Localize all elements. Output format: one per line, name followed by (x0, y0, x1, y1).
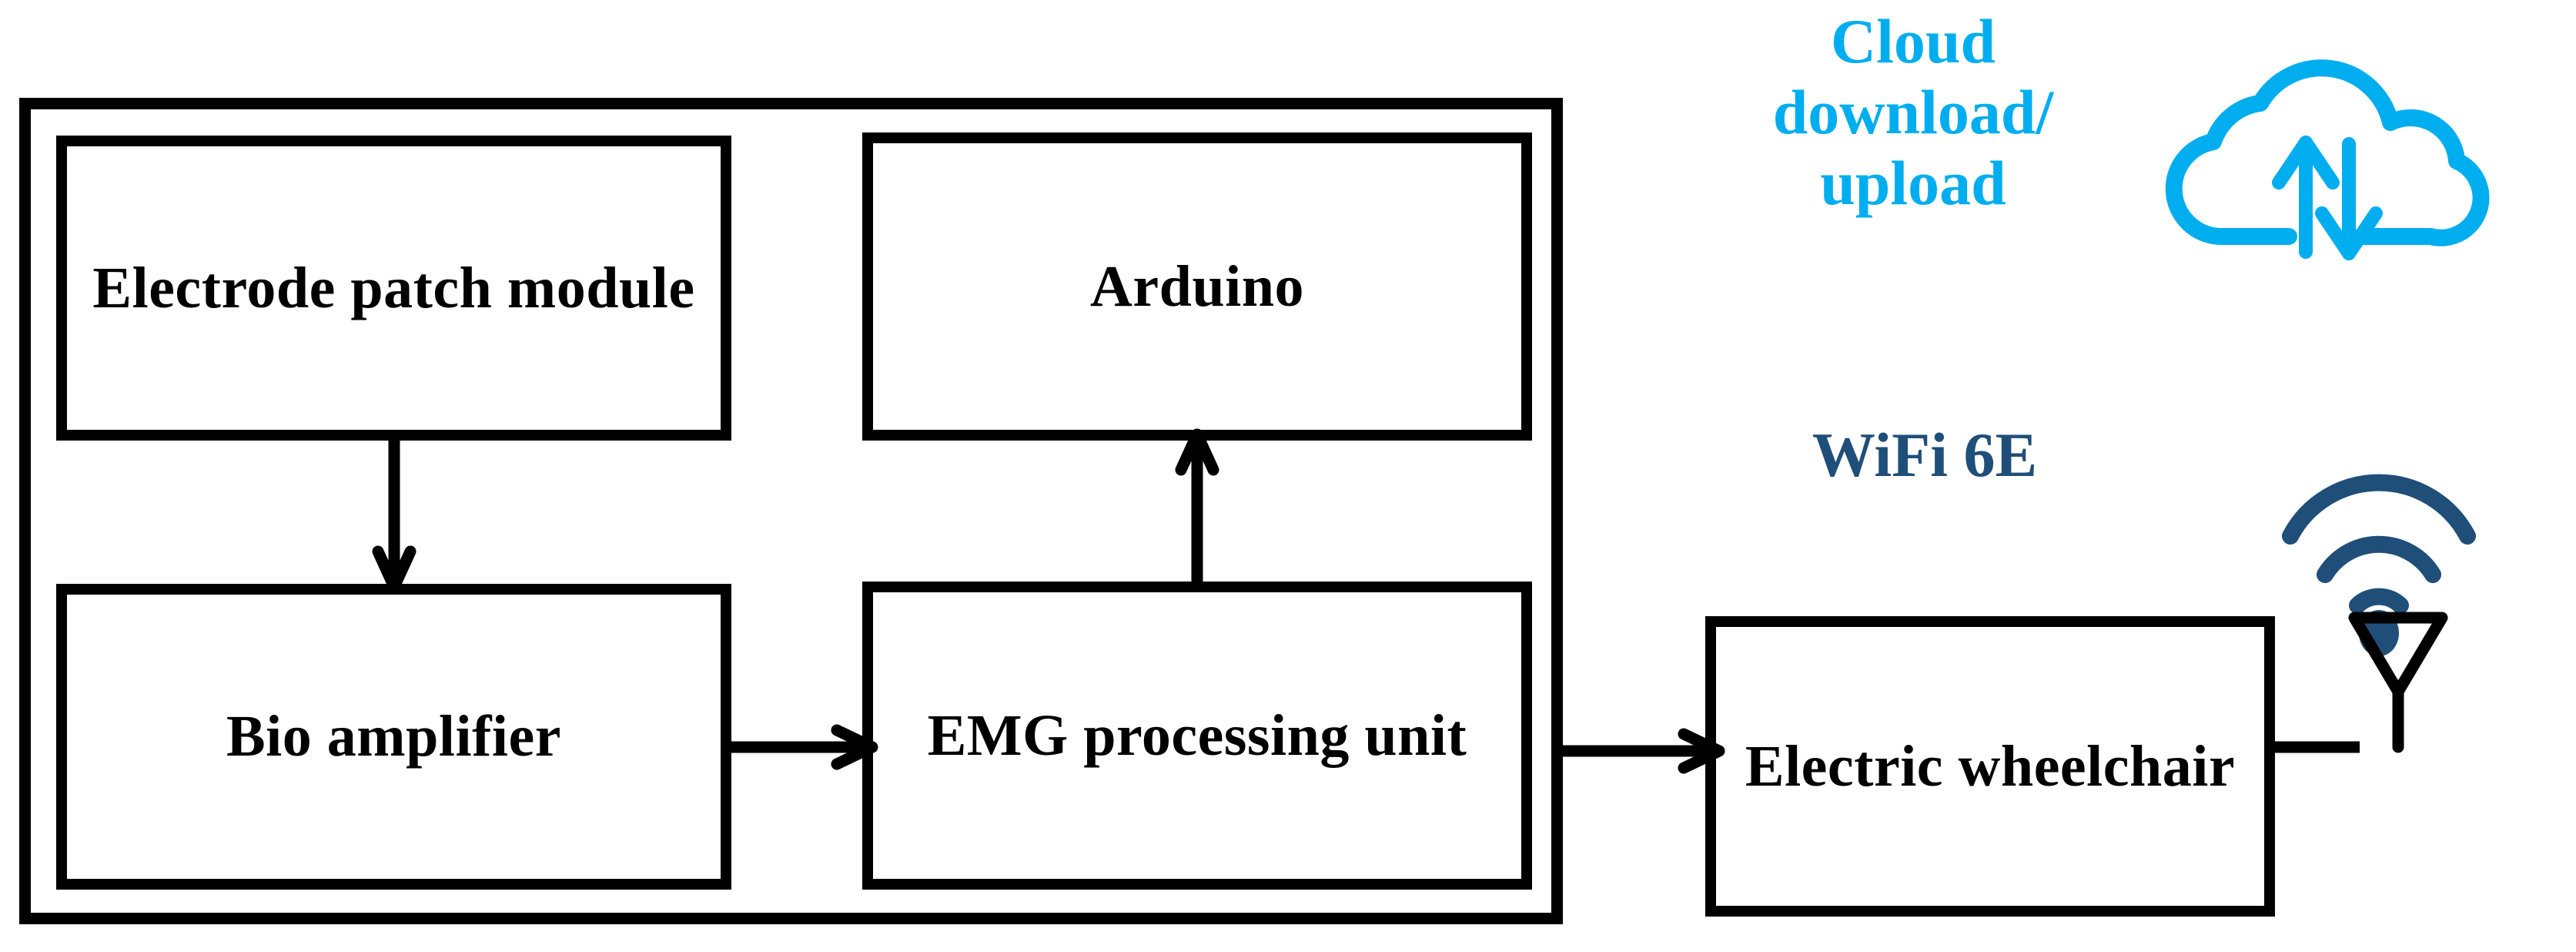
annotation-wifi-label: WiFi 6E (1812, 420, 2038, 490)
connector-electrode-to-bioamp-arrow (372, 436, 417, 593)
antenna-icon (2340, 608, 2456, 753)
block-arduino[interactable]: Arduino (862, 132, 1532, 441)
connector-wheelchair-to-antenna-wire (2267, 736, 2410, 759)
cloud-upload-download-icon (2159, 42, 2490, 260)
block-bio-amplifier[interactable]: Bio amplifier (56, 584, 731, 890)
outer-container-box (19, 98, 1563, 924)
connector-unit-to-wheelchair-arrow (1555, 728, 1725, 774)
annotation-cloud-label: Cloud download/ upload (1772, 6, 2054, 218)
block-label-electric-wheelchair: Electric wheelchair (1745, 733, 2236, 799)
connector-emg-to-arduino-arrow (1175, 428, 1219, 589)
connector-bioamp-to-emg-arrow (724, 724, 878, 770)
wifi-signal-icon (2263, 462, 2494, 656)
block-label-electrode: Electrode patch module (92, 255, 695, 320)
block-label-emg-processing-unit: EMG processing unit (927, 702, 1467, 768)
block-label-arduino: Arduino (1089, 253, 1305, 319)
block-electrode-patch-module[interactable]: Electrode patch module (56, 136, 731, 441)
block-emg-processing-unit[interactable]: EMG processing unit (862, 582, 1532, 890)
block-label-bio-amplifier: Bio amplifier (226, 704, 561, 769)
block-electric-wheelchair[interactable]: Electric wheelchair (1705, 616, 2275, 917)
